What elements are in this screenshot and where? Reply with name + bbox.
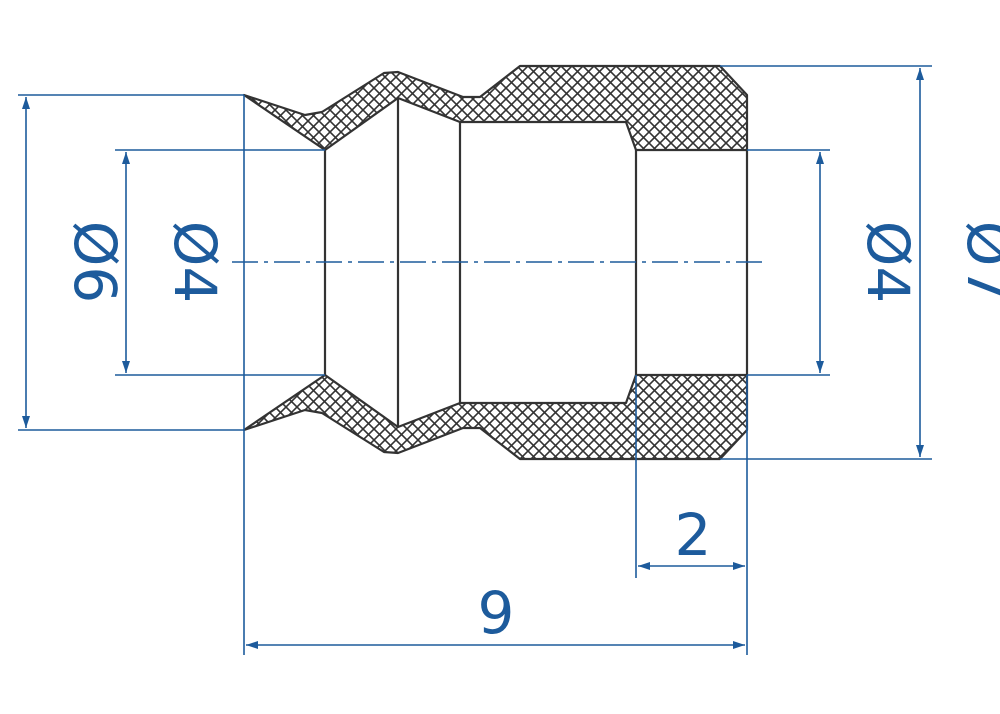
label-overall-length: 9 [478,579,515,647]
label-right-inner-diameter: Ø4 [854,221,922,304]
lower-wall-section [242,373,749,461]
label-left-inner-diameter: Ø4 [161,221,229,304]
label-left-outer-diameter: Ø6 [61,221,129,304]
label-right-outer-diameter: Ø7 [954,221,1000,304]
part-section [242,64,749,461]
upper-wall-section [242,64,749,152]
dimension-lines [18,65,932,655]
label-socket-depth: 2 [675,501,712,569]
